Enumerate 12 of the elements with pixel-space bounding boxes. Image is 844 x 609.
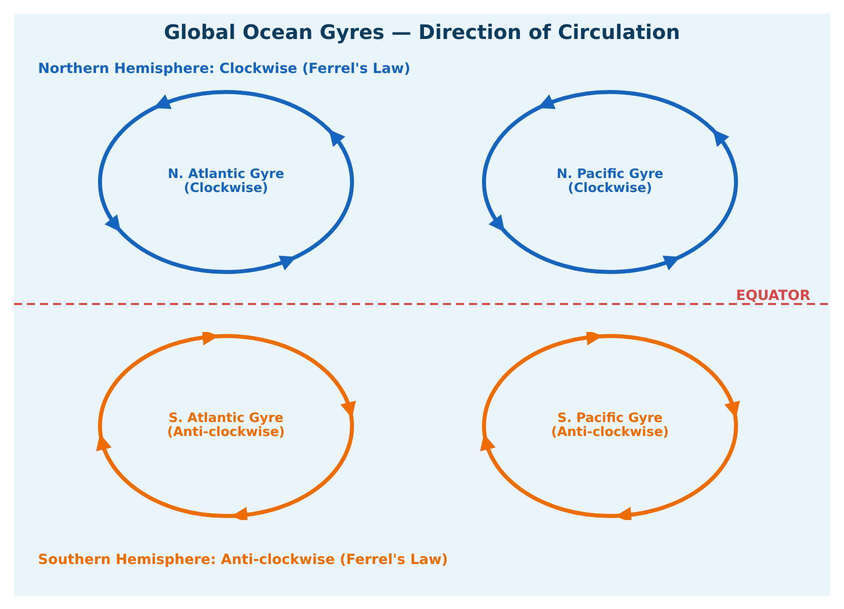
gyre-ellipse	[480, 332, 740, 520]
gyre-ellipse	[96, 88, 356, 276]
hemisphere-heading: Southern Hemisphere: Anti-clockwise (Ferrel's Law)	[38, 552, 448, 568]
gyre-ellipse	[96, 332, 356, 520]
hemisphere-heading: Northern Hemisphere: Clockwise (Ferrel's Law)	[38, 61, 410, 77]
gyre-label: N. Atlantic Gyre (Clockwise)	[166, 168, 286, 196]
title: Global Ocean Gyres — Direction of Circulation	[162, 20, 682, 44]
gyre-label: S. Pacific Gyre (Anti-clockwise)	[550, 412, 670, 440]
gyre-label: N. Pacific Gyre (Clockwise)	[556, 168, 664, 196]
gyre-ellipse	[480, 88, 740, 276]
equator-label: EQUATOR	[736, 288, 810, 304]
gyre-label: S. Atlantic Gyre (Anti-clockwise)	[166, 412, 286, 440]
